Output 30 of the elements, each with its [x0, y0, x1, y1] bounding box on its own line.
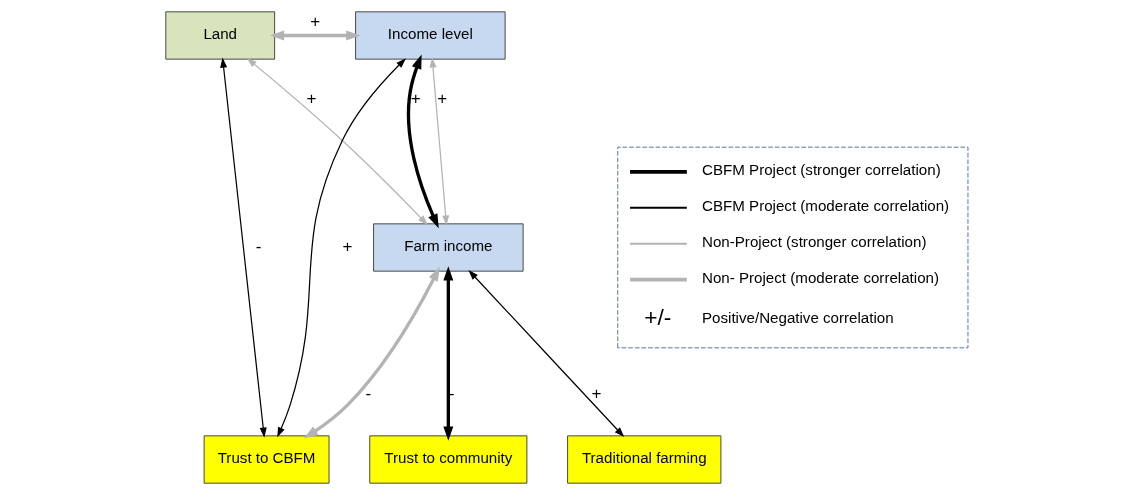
arrow — [269, 30, 361, 41]
legend-label: Non- Project (moderate correlation) — [701, 269, 940, 287]
edge-label: + — [437, 89, 448, 109]
edge-label: - — [255, 236, 262, 256]
legend-label: CBFM Project (stronger correlation) — [701, 161, 941, 179]
node-box: Farm income — [373, 223, 524, 272]
edge-label: + — [410, 89, 421, 109]
arrow — [429, 57, 450, 226]
node-box: Traditional farming — [567, 435, 722, 484]
edge-label: + — [310, 12, 321, 32]
edge-label: + — [306, 89, 317, 109]
arrow — [246, 58, 428, 226]
node-box: Land — [165, 11, 276, 60]
arrow — [277, 58, 406, 438]
arrow — [468, 269, 625, 438]
arrow — [406, 54, 439, 229]
edge-label: + — [342, 236, 353, 256]
label: +/- — [644, 304, 672, 331]
node-box: Trust to CBFM — [203, 435, 330, 484]
arrow — [303, 266, 440, 439]
node-box: Income level — [355, 11, 506, 60]
legend-label: Non-Project (stronger correlation) — [701, 233, 927, 251]
node-box: Trust to community — [369, 435, 528, 484]
edge-label: - — [365, 384, 372, 404]
arrow — [220, 57, 267, 438]
legend-label: Positive/Negative correlation — [701, 309, 894, 327]
edge-label: + — [591, 384, 602, 404]
edge-label: - — [448, 384, 455, 404]
legend-label: CBFM Project (moderate correlation) — [701, 197, 950, 215]
arrow — [443, 266, 454, 441]
